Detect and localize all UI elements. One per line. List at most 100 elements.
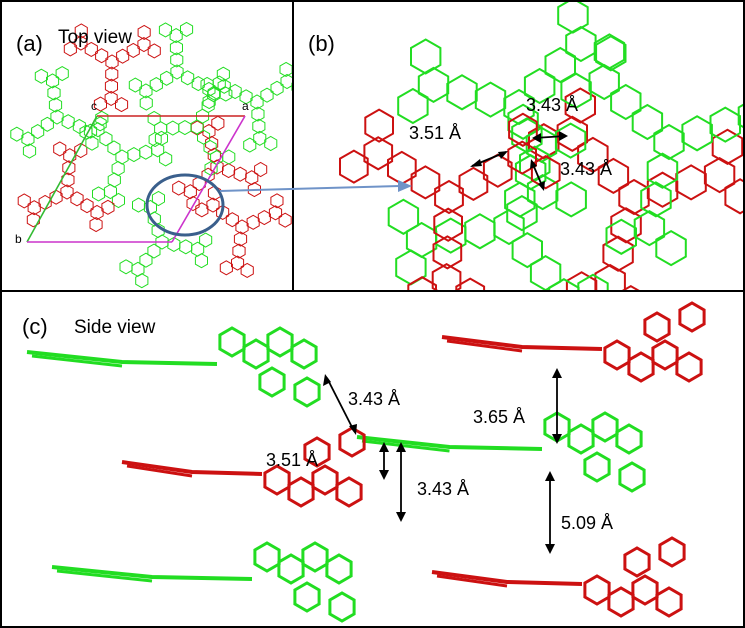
ring — [167, 236, 181, 252]
ring — [529, 254, 562, 290]
ring — [287, 476, 315, 508]
ring — [311, 464, 339, 496]
ring — [627, 351, 655, 383]
bond-chain — [26, 350, 218, 366]
ring — [246, 214, 260, 230]
ring — [482, 153, 513, 188]
ring — [511, 231, 543, 269]
ring — [90, 204, 104, 221]
ring — [183, 184, 197, 200]
ring — [270, 80, 284, 96]
ring — [202, 94, 216, 110]
ring — [290, 338, 318, 370]
ring — [149, 77, 163, 93]
bond-chain — [56, 569, 153, 583]
ring — [61, 114, 75, 130]
ring — [258, 366, 286, 398]
ring — [446, 74, 478, 111]
ring — [191, 76, 205, 92]
ring — [633, 209, 666, 247]
ring — [93, 96, 107, 112]
ring — [34, 68, 48, 84]
ring — [623, 546, 651, 578]
ring — [583, 574, 611, 606]
distance-label-b1: 3.51 Å — [409, 123, 462, 143]
ring — [270, 193, 284, 209]
ring — [508, 112, 538, 147]
ring — [148, 131, 162, 148]
ring — [506, 194, 538, 232]
ring — [526, 173, 559, 211]
ring — [202, 81, 216, 97]
ring — [458, 166, 489, 202]
ring — [235, 219, 249, 235]
ring — [179, 239, 193, 255]
ring — [216, 66, 230, 82]
ring — [60, 184, 74, 200]
ring — [225, 212, 239, 228]
panel-a-top-view: (a) Top view c a b — [0, 0, 294, 292]
ring — [263, 464, 291, 496]
ring — [186, 195, 200, 212]
ring — [219, 260, 233, 276]
ring — [268, 205, 283, 221]
bond-chain — [441, 335, 603, 351]
bond-chain — [51, 565, 253, 581]
ring — [583, 451, 611, 483]
zoom-structure — [339, 2, 743, 290]
ring — [211, 115, 225, 131]
ring — [84, 41, 98, 57]
ring — [651, 339, 679, 371]
ring — [233, 231, 248, 247]
ring — [132, 197, 146, 213]
ring — [137, 24, 151, 40]
ring — [139, 83, 153, 99]
distance-label-c1: 3.43 Å — [348, 389, 401, 409]
ring — [216, 204, 230, 220]
ring — [325, 553, 353, 585]
ring — [435, 217, 467, 254]
ring — [603, 339, 631, 371]
ring — [105, 54, 119, 70]
ring — [61, 172, 75, 188]
bond-chain — [356, 435, 543, 451]
ring — [493, 208, 525, 246]
ring — [159, 151, 173, 167]
ring — [247, 182, 261, 198]
ring — [116, 48, 130, 64]
ring — [257, 210, 271, 226]
ring — [92, 186, 106, 202]
ring — [89, 217, 103, 233]
ring — [556, 115, 588, 152]
panel-b-zoom-view: (b) 3.51 Å 3.43 Å 3.43 Å — [292, 0, 745, 292]
ring — [228, 83, 242, 100]
panel-a-title: Top view — [58, 27, 132, 48]
panel-c-title: Side view — [74, 317, 156, 338]
ring — [253, 130, 267, 146]
ring — [431, 262, 462, 290]
ring — [464, 213, 496, 250]
ring — [46, 73, 60, 89]
distance-label-c4: 3.43 Å — [417, 479, 470, 499]
ring — [395, 249, 427, 286]
ring — [594, 263, 626, 290]
bond-chain — [361, 439, 450, 453]
ring — [280, 73, 292, 90]
ring — [207, 85, 221, 101]
ring — [245, 170, 259, 186]
ring — [507, 140, 537, 175]
ring — [151, 222, 165, 239]
ring — [514, 154, 547, 191]
ring — [560, 72, 592, 109]
ring — [655, 586, 683, 618]
ring — [74, 35, 88, 51]
ring — [99, 131, 113, 147]
ring — [50, 109, 64, 125]
top-view-structure — [10, 21, 292, 289]
ring — [180, 21, 194, 37]
ring — [111, 192, 125, 209]
ring — [410, 38, 442, 75]
ring — [210, 159, 224, 175]
ring — [95, 110, 109, 126]
ring — [83, 123, 98, 139]
